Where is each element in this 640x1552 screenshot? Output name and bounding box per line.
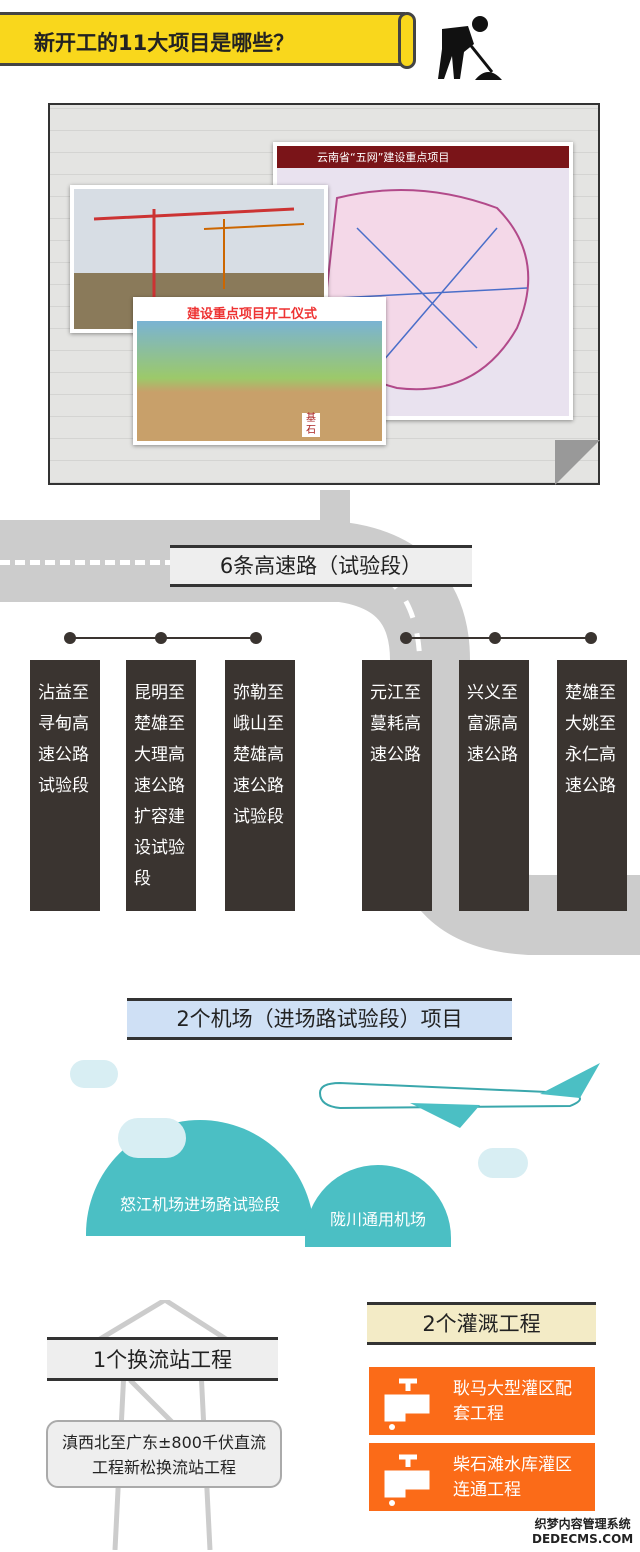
highways-title: 6条高速路（试验段） (170, 545, 472, 587)
foundation-stone: 基石 (302, 413, 320, 437)
airplane-icon (318, 1063, 600, 1128)
highway-card: 昆明至楚雄至大理高速公路扩容建设试验段 (126, 660, 196, 911)
ceremony-banner: 建设重点项目开工仪式 (187, 307, 318, 322)
page-curl (555, 440, 600, 485)
highway-card: 兴义至富源高速公路 (459, 660, 529, 911)
converter-title: 1个换流站工程 (47, 1337, 278, 1381)
highway-card: 元江至蔓耗高速公路 (362, 660, 432, 911)
highway-card: 楚雄至大姚至永仁高速公路 (557, 660, 627, 911)
faucet-icon (384, 1378, 430, 1430)
irrigation-title: 2个灌溉工程 (367, 1302, 596, 1345)
cloud-icon (478, 1148, 528, 1178)
irrigation-item: 耿马大型灌区配套工程 (369, 1367, 595, 1435)
map-title: 云南省“五网”建设重点项目 (277, 146, 569, 168)
irrigation-item: 柴石滩水库灌区连通工程 (369, 1443, 595, 1511)
header-banner: 新开工的11大项目是哪些？ (0, 12, 405, 66)
faucet-icon (384, 1454, 430, 1506)
highway-card: 弥勒至峨山至楚雄高速公路试验段 (225, 660, 295, 911)
ceremony-photo: 建设重点项目开工仪式 基石 (133, 297, 386, 445)
worker-digging-icon (438, 16, 502, 80)
irrigation-item-label: 耿马大型灌区配套工程 (453, 1379, 572, 1424)
watermark: 织梦内容管理系统 DEDECMS.COM (532, 1517, 633, 1547)
watermark-line2: DEDECMS.COM (532, 1532, 634, 1546)
cloud-icon (118, 1118, 186, 1158)
airport-longchuan: 陇川通用机场 (305, 1165, 451, 1247)
converter-item: 滇西北至广东±800千伏直流工程新松换流站工程 (46, 1420, 282, 1488)
highway-card: 沾益至寻甸高速公路试验段 (30, 660, 100, 911)
airports-title: 2个机场（进场路试验段）项目 (127, 998, 512, 1040)
cloud-icon (70, 1060, 118, 1088)
scroll-end-icon (398, 12, 416, 69)
header-title: 新开工的11大项目是哪些？ (34, 31, 295, 55)
irrigation-item-label: 柴石滩水库灌区连通工程 (453, 1455, 572, 1500)
watermark-line1: 织梦内容管理系统 (534, 1517, 631, 1531)
